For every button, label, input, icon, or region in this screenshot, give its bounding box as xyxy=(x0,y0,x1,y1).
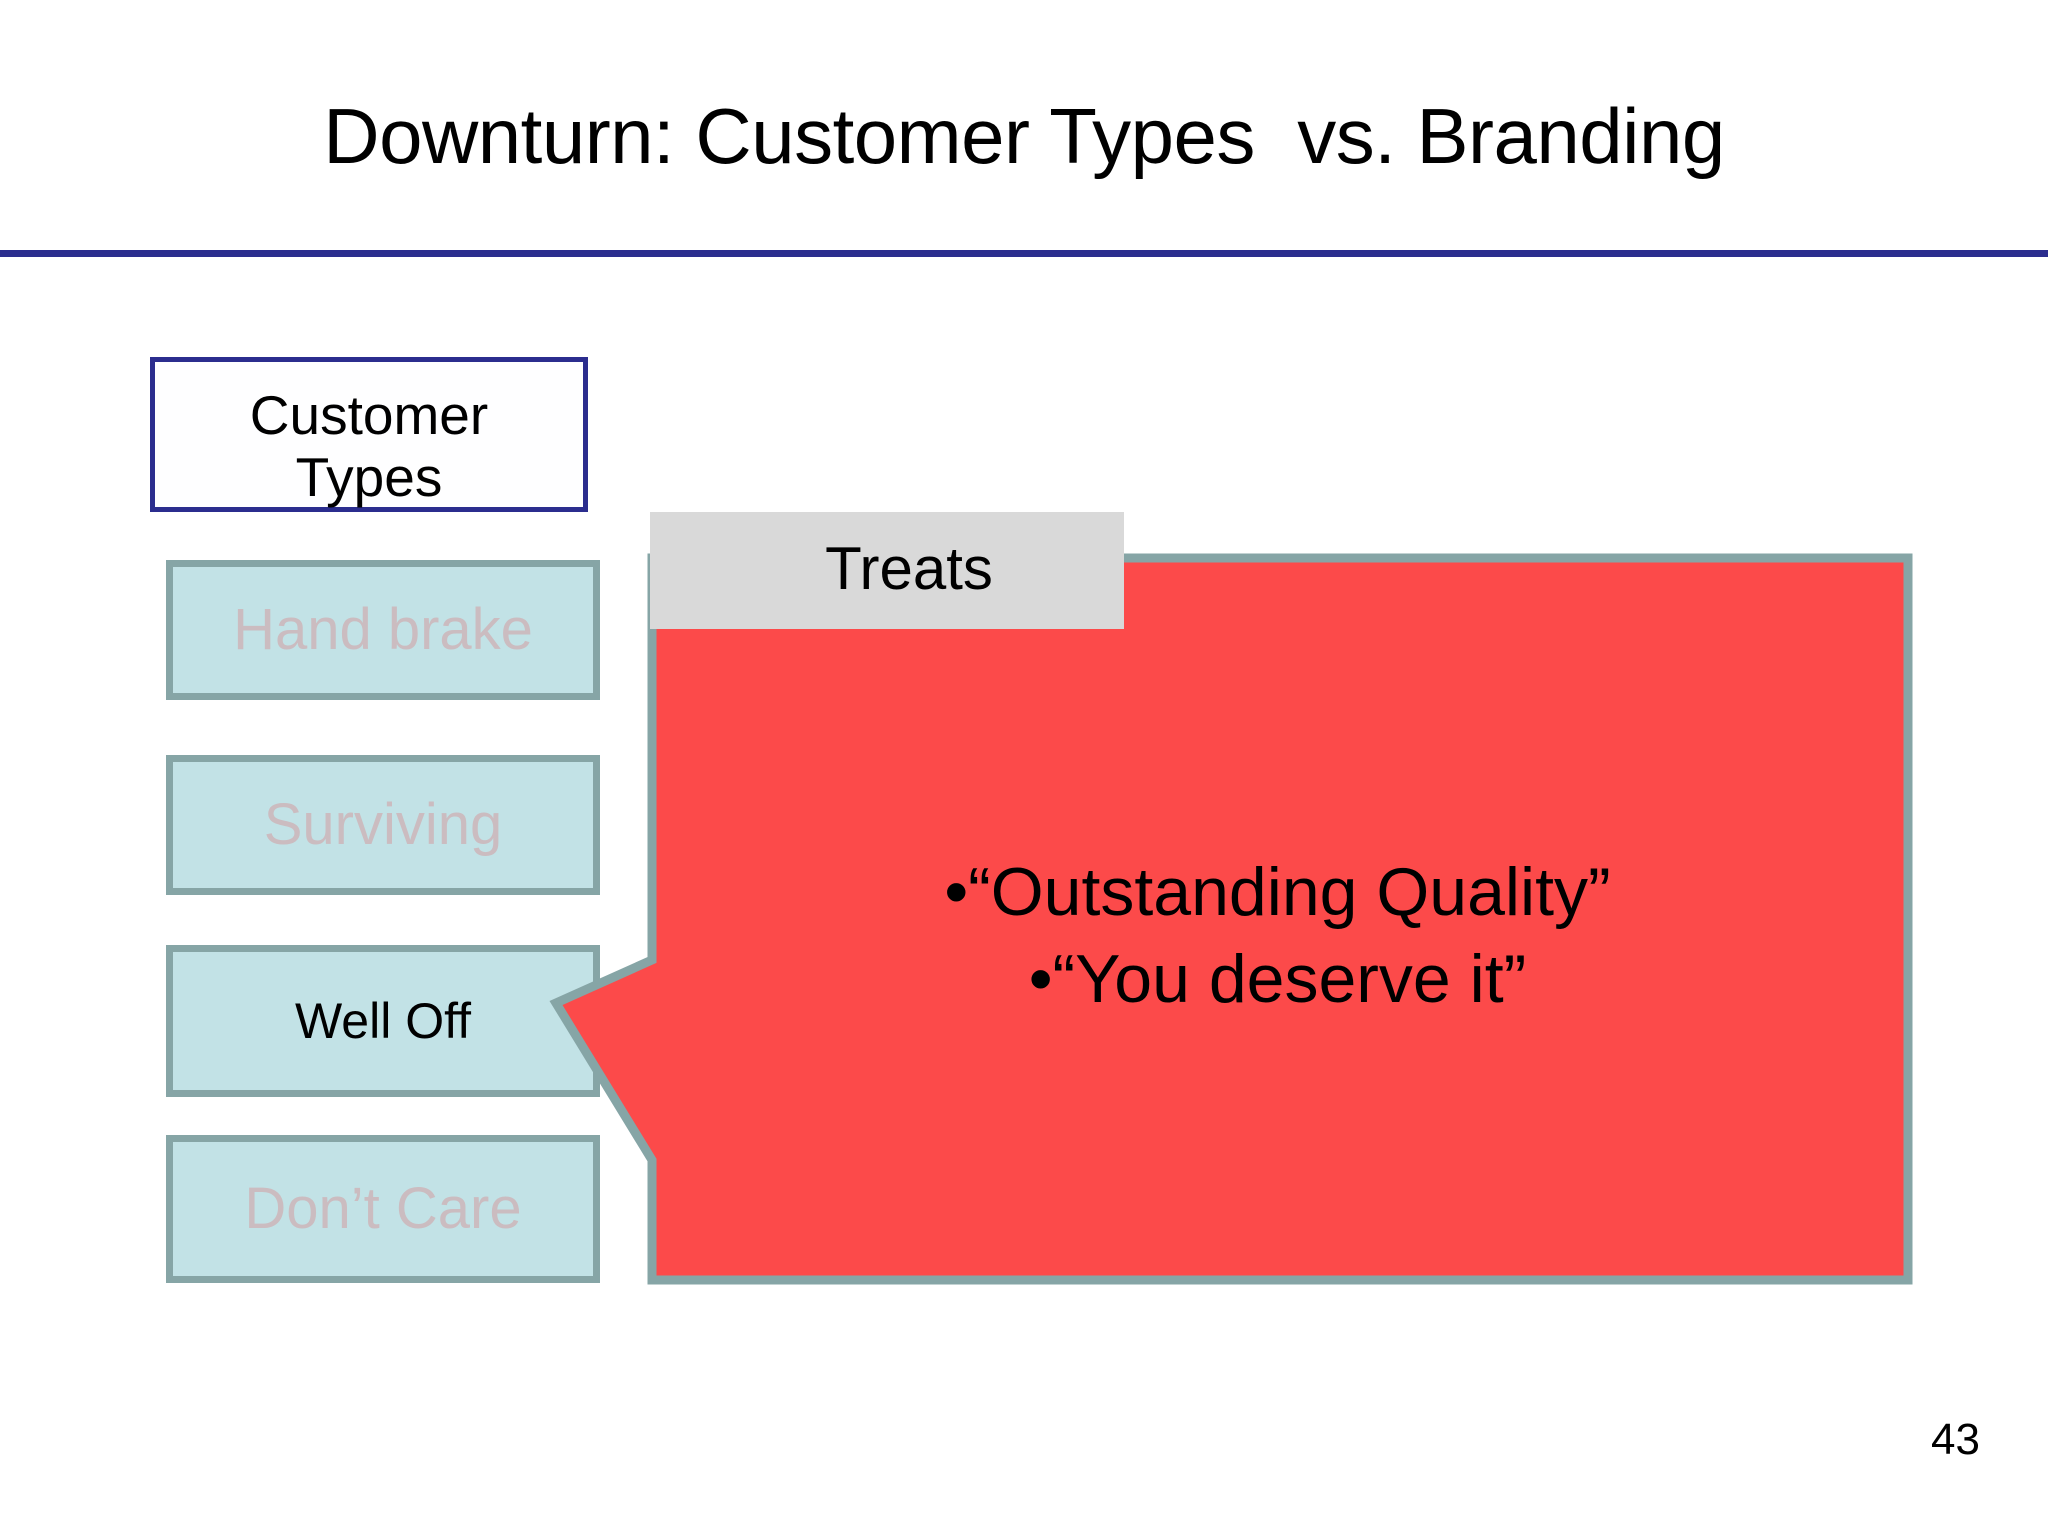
customer-type-box-dont-care[interactable]: Don’t Care xyxy=(166,1135,600,1283)
callout-bullet-item: •“You deserve it” xyxy=(1028,941,1527,1017)
treats-tag-label: Treats xyxy=(825,534,993,602)
callout-bullet-list: •“Outstanding Quality” •“You deserve it” xyxy=(655,548,1900,1288)
customer-type-label-dont-care: Don’t Care xyxy=(244,1176,522,1241)
page-number: 43 xyxy=(1931,1415,1980,1464)
callout-bullet-item: •“Outstanding Quality” xyxy=(944,853,1611,930)
customer-types-header-box: Customer Types xyxy=(150,357,588,512)
page-title: Downturn: Customer Types vs. Branding xyxy=(323,92,1725,180)
title-divider-rule xyxy=(0,250,2048,257)
treats-tag-box: Treats xyxy=(650,512,1124,629)
customer-type-label-surviving: Surviving xyxy=(263,792,503,857)
customer-type-label-hand-brake: Hand brake xyxy=(233,597,533,662)
customer-type-box-hand-brake[interactable]: Hand brake xyxy=(166,560,600,700)
callout-shape xyxy=(549,553,1913,1285)
customer-type-label-well-off: Well Off xyxy=(295,993,471,1049)
branding-callout: •“Outstanding Quality” •“You deserve it” xyxy=(540,548,1915,1288)
customer-type-box-surviving[interactable]: Surviving xyxy=(166,755,600,895)
customer-types-header-label: Customer Types xyxy=(249,383,489,508)
customer-type-box-well-off[interactable]: Well Off xyxy=(166,945,600,1097)
